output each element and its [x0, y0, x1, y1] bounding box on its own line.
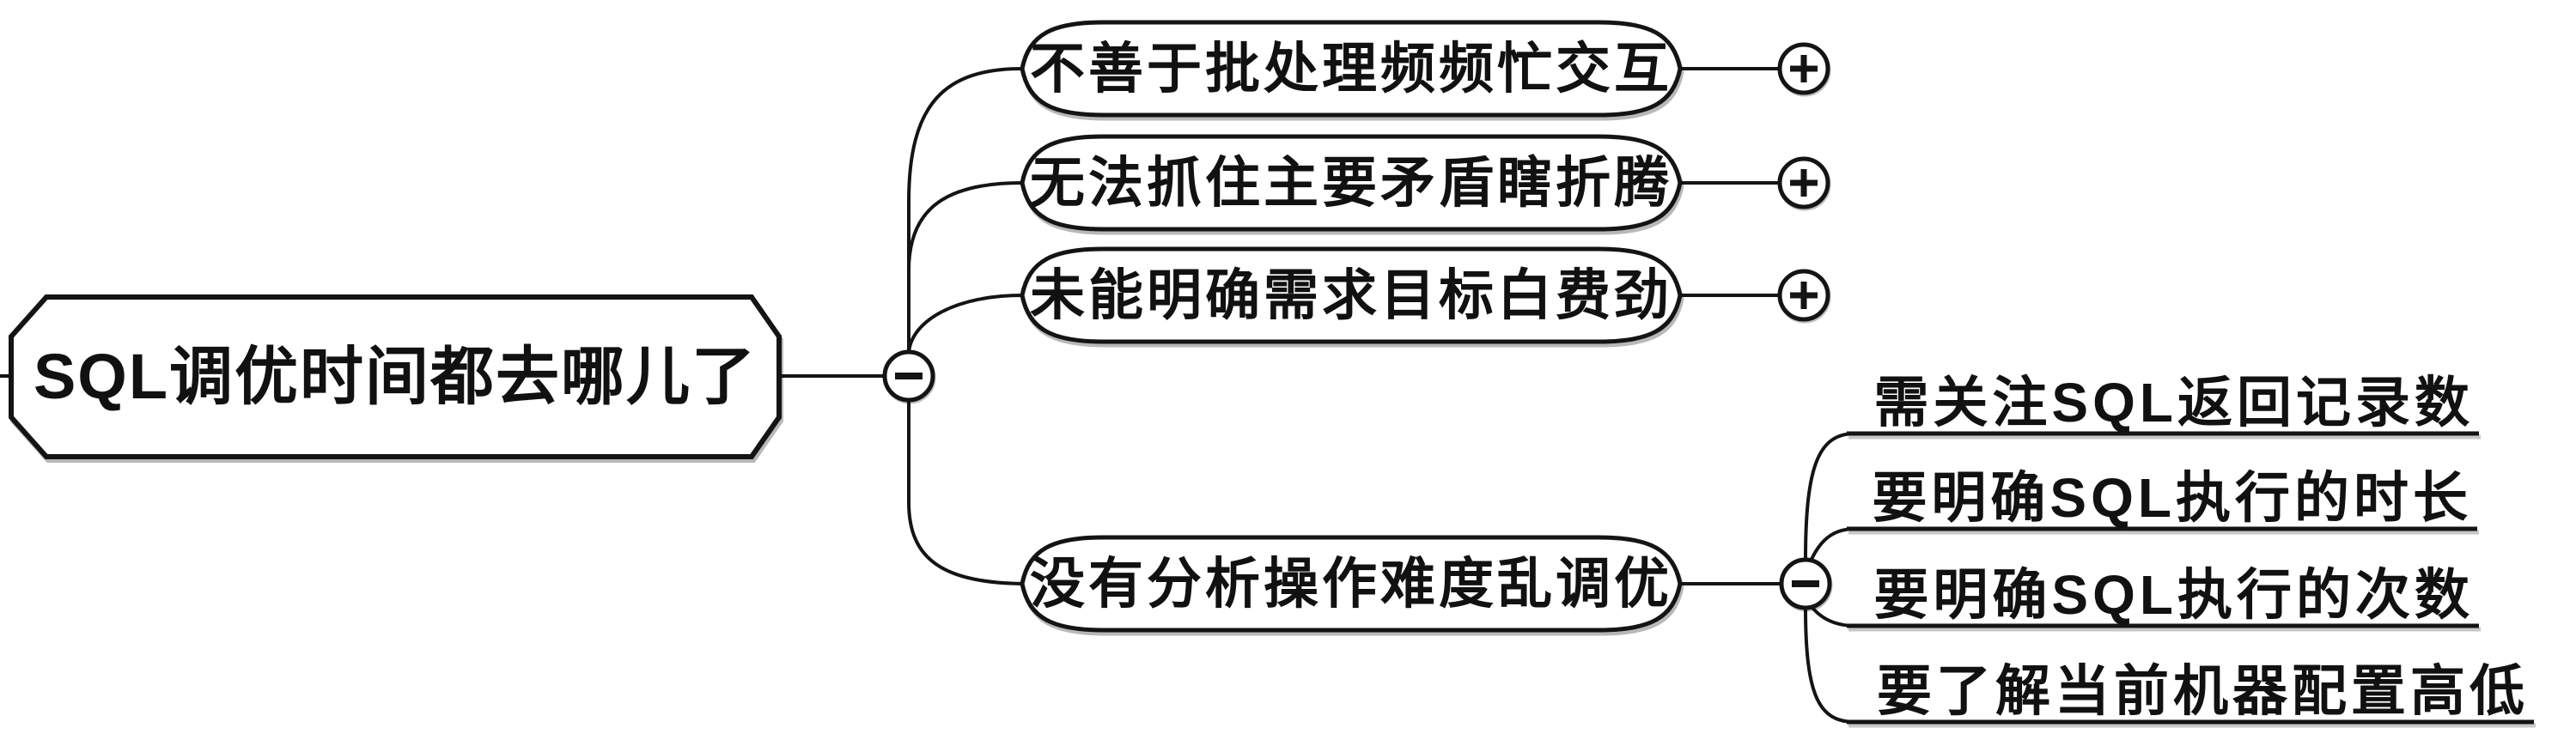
leaf-node-label: 要了解当前机器配置高低 [1877, 660, 2529, 722]
branch-2-expand-button[interactable] [1777, 156, 1830, 209]
leaf-node-label: 需关注SQL返回记录数 [1873, 372, 2474, 434]
leaf-node-3[interactable]: 要明确SQL执行的次数 [1847, 564, 2479, 628]
leaf-3-connector [1808, 603, 1856, 628]
branch-1-expand-button[interactable] [1777, 42, 1830, 95]
root-node[interactable]: SQL调优时间都去哪儿了 [9, 294, 782, 459]
root-node-shape [9, 294, 782, 459]
root-node-label: SQL调优时间都去哪儿了 [33, 341, 757, 412]
branch-2-connector [907, 181, 1023, 271]
branch-node-label: 未能明确需求目标白费劲 [1030, 264, 1672, 326]
branch-node-shape [1020, 20, 1683, 118]
branch-1-connector [907, 67, 1023, 352]
branch-4-collapse-button[interactable] [1779, 557, 1832, 610]
branch-3-expand-button[interactable] [1777, 269, 1830, 322]
branch-node-label: 不善于批处理频频忙交互 [1030, 38, 1672, 100]
plus-icon [1790, 169, 1818, 197]
branch-node-shape [1020, 134, 1683, 232]
branch-node-2[interactable]: 无法抓住主要矛盾瞎折腾 [1020, 134, 1683, 232]
leaf-node-4[interactable]: 要了解当前机器配置高低 [1847, 660, 2534, 725]
branch-3-connector [907, 294, 1023, 353]
branch-node-label: 没有分析操作难度乱调优 [1030, 553, 1672, 615]
branch-node-1[interactable]: 不善于批处理频频忙交互 [1020, 20, 1683, 118]
plus-icon [1790, 282, 1818, 309]
branch-4-connector [907, 400, 1029, 585]
leaf-4-connector [1804, 607, 1856, 724]
branch-node-3[interactable]: 未能明确需求目标白费劲 [1020, 246, 1683, 344]
leaf-node-label: 要明确SQL执行的时长 [1872, 467, 2472, 529]
branch-node-shape [1020, 535, 1683, 633]
leaf-1-connector [1804, 432, 1856, 561]
branch-node-shape [1020, 246, 1683, 344]
leaf-node-1[interactable]: 需关注SQL返回记录数 [1847, 372, 2479, 436]
leaf-2-connector [1808, 527, 1856, 564]
leaf-node-2[interactable]: 要明确SQL执行的时长 [1847, 467, 2477, 531]
plus-icon [1790, 55, 1818, 82]
branch-node-label: 无法抓住主要矛盾瞎折腾 [1030, 152, 1672, 214]
branch-node-4[interactable]: 没有分析操作难度乱调优 [1020, 535, 1683, 633]
root-collapse-button[interactable] [882, 349, 935, 403]
leaf-node-label: 要明确SQL执行的次数 [1873, 564, 2474, 626]
